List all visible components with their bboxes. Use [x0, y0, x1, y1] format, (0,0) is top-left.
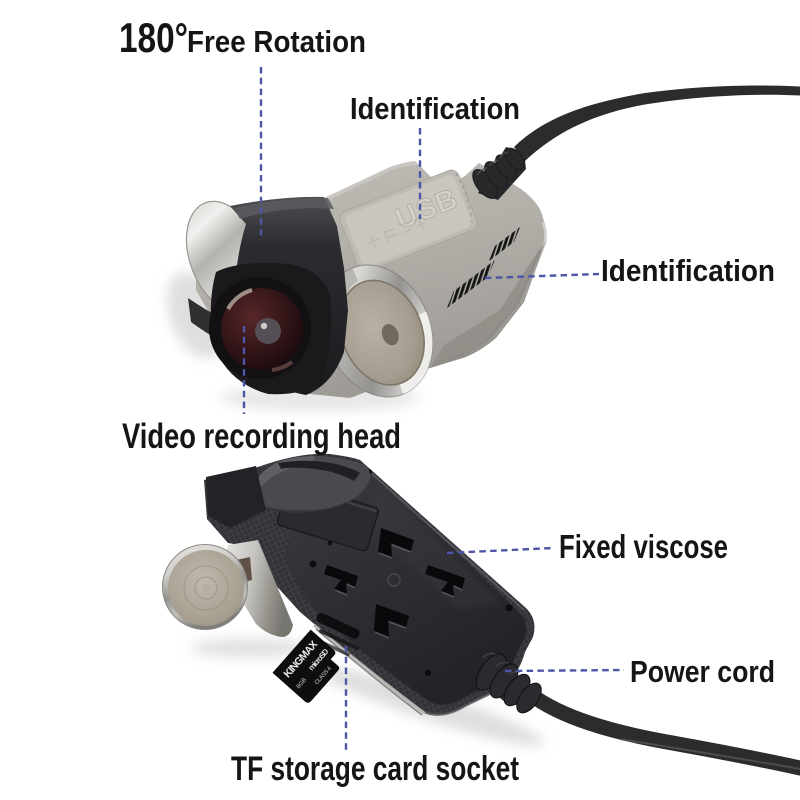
svg-text:Identification: Identification: [350, 91, 520, 126]
svg-text:Free Rotation: Free Rotation: [187, 24, 366, 59]
svg-text:Identification: Identification: [601, 253, 775, 288]
svg-text:Video recording head: Video recording head: [122, 417, 401, 456]
svg-text:Fixed viscose: Fixed viscose: [559, 528, 728, 565]
svg-text:TF storage card socket: TF storage card socket: [231, 750, 519, 788]
svg-text:Power cord: Power cord: [630, 654, 775, 689]
svg-text:180°: 180°: [119, 14, 188, 61]
